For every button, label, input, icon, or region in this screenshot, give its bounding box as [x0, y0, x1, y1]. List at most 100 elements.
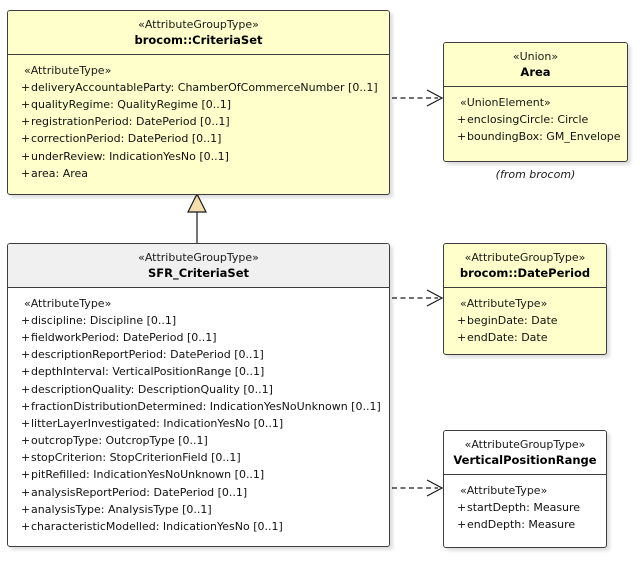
- attribute-text: registrationPeriod: DatePeriod [0..1]: [31, 115, 230, 129]
- attribute-text: analysisType: AnalysisType [0..1]: [31, 502, 212, 516]
- visibility-marker: +: [21, 520, 31, 534]
- generalization-sfr-to-criteriaset[interactable]: [187, 192, 207, 243]
- attribute-row[interactable]: + underReview: IndicationYesNo [0..1]: [12, 148, 385, 165]
- attribute-row[interactable]: + descriptionQuality: DescriptionQuality…: [12, 381, 385, 398]
- attribute-row[interactable]: + beginDate: Date: [448, 312, 602, 329]
- visibility-marker: +: [457, 330, 467, 344]
- compartment-stereotype: «AttributeType»: [24, 296, 112, 310]
- attribute-row[interactable]: + discipline: Discipline [0..1]: [12, 312, 385, 329]
- attribute-row[interactable]: + fieldworkPeriod: DatePeriod [0..1]: [12, 329, 385, 346]
- visibility-marker: +: [21, 502, 31, 516]
- visibility-marker: +: [457, 500, 467, 514]
- class-name: brocom::DatePeriod: [459, 266, 591, 281]
- attribute-row[interactable]: + litterLayerInvestigated: IndicationYes…: [12, 415, 385, 432]
- class-stereotype: «AttributeGroupType»: [464, 251, 586, 264]
- attribute-text: area: Area: [31, 166, 89, 180]
- attribute-row[interactable]: + analysisReportPeriod: DatePeriod [0..1…: [12, 484, 385, 501]
- attribute-row[interactable]: + deliveryAccountableParty: ChamberOfCom…: [12, 79, 385, 96]
- compartment-divider: [8, 286, 389, 288]
- compartment-stereotype: «AttributeType»: [460, 483, 548, 497]
- attribute-row[interactable]: + outcropType: OutcropType [0..1]: [12, 432, 385, 449]
- class-stereotype: «AttributeGroupType»: [138, 18, 259, 31]
- compartment-divider: [444, 286, 606, 288]
- visibility-marker: +: [21, 468, 31, 482]
- attribute-text: startDepth: Measure: [467, 500, 581, 514]
- dependency-sfr-to-dateperiod[interactable]: [392, 289, 444, 307]
- attribute-row[interactable]: + fractionDistributionDetermined: Indica…: [12, 398, 385, 415]
- from-brocom-note: (from brocom): [495, 168, 576, 181]
- attribute-text: depthInterval: VerticalPositionRange [0.…: [31, 365, 265, 379]
- attribute-text: endDate: Date: [467, 330, 548, 344]
- attribute-row[interactable]: + descriptionReportPeriod: DatePeriod [0…: [12, 346, 385, 363]
- attribute-text: descriptionQuality: DescriptionQuality […: [31, 382, 273, 396]
- attribute-text: analysisReportPeriod: DatePeriod [0..1]: [31, 485, 248, 499]
- attribute-row[interactable]: + enclosingCircle: Circle: [448, 111, 623, 128]
- class-header-sfr-criteriaset: «AttributeGroupType» SFR_CriteriaSet: [8, 244, 389, 287]
- compartment-divider: [444, 473, 606, 475]
- class-box-area[interactable]: «Union» Area «UnionElement» + enclosingC…: [443, 42, 628, 162]
- class-box-brocom-dateperiod[interactable]: «AttributeGroupType» brocom::DatePeriod …: [443, 243, 607, 355]
- attribute-row[interactable]: + stopCriterion: StopCriterionField [0..…: [12, 449, 385, 466]
- dependency-criteriaset-to-area[interactable]: [392, 89, 444, 107]
- visibility-marker: +: [21, 166, 31, 180]
- compartment-stereotype: «UnionElement»: [460, 95, 551, 109]
- class-name: Area: [520, 65, 551, 80]
- class-stereotype: «Union»: [512, 50, 559, 63]
- visibility-marker: +: [21, 115, 31, 129]
- visibility-marker: +: [21, 451, 31, 465]
- visibility-marker: +: [21, 434, 31, 448]
- class-name: brocom::CriteriaSet: [134, 33, 263, 48]
- attribute-compartment-verticalpositionrange: «AttributeType» + startDepth: Measure + …: [444, 474, 606, 540]
- visibility-marker: +: [21, 149, 31, 163]
- attribute-text: fieldworkPeriod: DatePeriod [0..1]: [31, 330, 217, 344]
- dependency-sfr-to-verticalpositionrange[interactable]: [392, 479, 444, 497]
- attribute-row[interactable]: + startDepth: Measure: [448, 499, 602, 516]
- attribute-row[interactable]: + registrationPeriod: DatePeriod [0..1]: [12, 113, 385, 130]
- attribute-text: beginDate: Date: [467, 313, 558, 327]
- class-box-brocom-criteriaset[interactable]: «AttributeGroupType» brocom::CriteriaSet…: [7, 10, 390, 195]
- visibility-marker: +: [21, 485, 31, 499]
- attribute-row[interactable]: + qualityRegime: QualityRegime [0..1]: [12, 96, 385, 113]
- visibility-marker: +: [457, 517, 467, 531]
- visibility-marker: +: [21, 399, 31, 413]
- visibility-marker: +: [21, 132, 31, 146]
- attribute-text: characteristicModelled: IndicationYesNo …: [31, 520, 283, 534]
- attribute-row[interactable]: + correctionPeriod: DatePeriod [0..1]: [12, 130, 385, 147]
- attribute-text: stopCriterion: StopCriterionField [0..1]: [31, 451, 241, 465]
- class-box-sfr-criteriaset[interactable]: «AttributeGroupType» SFR_CriteriaSet «At…: [7, 243, 390, 547]
- class-header-brocom-criteriaset: «AttributeGroupType» brocom::CriteriaSet: [8, 11, 389, 54]
- class-name: VerticalPositionRange: [453, 453, 597, 468]
- visibility-marker: +: [21, 313, 31, 327]
- compartment-divider: [444, 85, 627, 87]
- class-stereotype: «AttributeGroupType»: [464, 438, 586, 451]
- attribute-row[interactable]: + boundingBox: GM_Envelope: [448, 128, 623, 145]
- attribute-row[interactable]: + endDate: Date: [448, 329, 602, 346]
- attribute-text: pitRefilled: IndicationYesNoUnknown [0..…: [31, 468, 265, 482]
- attribute-text: correctionPeriod: DatePeriod [0..1]: [31, 132, 222, 146]
- visibility-marker: +: [457, 129, 467, 143]
- class-header-brocom-dateperiod: «AttributeGroupType» brocom::DatePeriod: [444, 244, 606, 287]
- attribute-row[interactable]: + characteristicModelled: IndicationYesN…: [12, 518, 385, 535]
- visibility-marker: +: [21, 80, 31, 94]
- compartment-divider: [8, 53, 389, 55]
- class-box-verticalpositionrange[interactable]: «AttributeGroupType» VerticalPositionRan…: [443, 430, 607, 548]
- compartment-stereotype: «AttributeType»: [24, 63, 112, 77]
- attribute-compartment-brocom-dateperiod: «AttributeType» + beginDate: Date + endD…: [444, 287, 606, 353]
- attribute-row[interactable]: + endDepth: Measure: [448, 516, 602, 533]
- attribute-text: deliveryAccountableParty: ChamberOfComme…: [31, 80, 378, 94]
- attribute-text: descriptionReportPeriod: DatePeriod [0..…: [31, 348, 264, 362]
- visibility-marker: +: [21, 382, 31, 396]
- attribute-row[interactable]: + analysisType: AnalysisType [0..1]: [12, 501, 385, 518]
- attribute-row[interactable]: + pitRefilled: IndicationYesNoUnknown [0…: [12, 466, 385, 483]
- attribute-text: discipline: Discipline [0..1]: [31, 313, 177, 327]
- class-header-area: «Union» Area: [444, 43, 627, 86]
- class-stereotype: «AttributeGroupType»: [138, 251, 259, 264]
- attribute-text: boundingBox: GM_Envelope: [467, 129, 621, 143]
- attribute-text: enclosingCircle: Circle: [467, 112, 589, 126]
- class-name: SFR_CriteriaSet: [147, 266, 250, 281]
- attribute-row[interactable]: + area: Area: [12, 165, 385, 182]
- attribute-row[interactable]: + depthInterval: VerticalPositionRange […: [12, 363, 385, 380]
- attribute-text: underReview: IndicationYesNo [0..1]: [31, 149, 229, 163]
- visibility-marker: +: [457, 112, 467, 126]
